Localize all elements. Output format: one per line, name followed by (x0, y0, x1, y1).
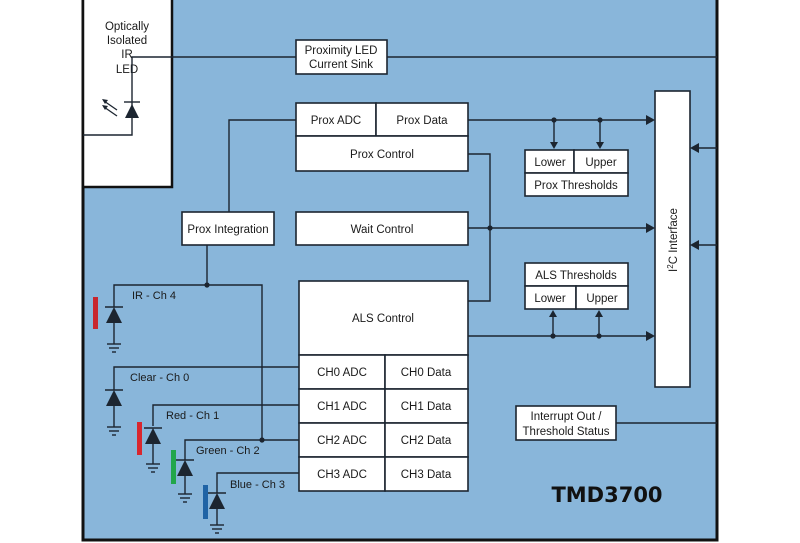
interrupt-label: Interrupt Out / (531, 411, 603, 423)
led-module: Optically Isolated IR LED (81, 0, 174, 189)
als-threshold-lower: Lower (534, 293, 565, 305)
blue-filter (203, 485, 208, 519)
channel-row: CH1 ADC CH1 Data (298, 388, 469, 424)
als-data-bus (468, 310, 655, 341)
ch0-adc-label: CH0 ADC (317, 367, 367, 379)
red-filter (137, 422, 142, 455)
als-threshold-upper: Upper (586, 293, 617, 305)
prox-thresholds-block: Lower Upper Prox Thresholds (524, 149, 629, 197)
prox-integration-block: Prox Integration (181, 119, 296, 285)
als-control-label: ALS Control (352, 313, 414, 325)
prox-threshold-lower: Lower (534, 157, 565, 169)
channel-row: CH0 ADC CH0 Data (298, 354, 469, 390)
wait-control-label: Wait Control (351, 224, 414, 236)
photodiode-label: Clear - Ch 0 (130, 372, 189, 384)
i2c-interface-block: I2C Interface (654, 90, 717, 388)
ch2-adc-label: CH2 ADC (317, 435, 367, 447)
photodiode-label: Red - Ch 1 (166, 410, 219, 422)
wait-control-block: Wait Control (295, 211, 655, 246)
led-module-line: LED (116, 64, 138, 76)
prox-block: Prox ADC Prox Data Prox Control (295, 102, 469, 172)
photodiode-label: Blue - Ch 3 (230, 479, 285, 491)
prox-led-current-sink-block: Proximity LED Current Sink (172, 39, 717, 75)
photodiode-clear: Clear - Ch 0 (105, 372, 189, 436)
ir-led-icon (83, 56, 172, 136)
prox-data-label: Prox Data (396, 115, 448, 127)
ground-icon (107, 426, 121, 436)
channel-row: CH2 ADC CH2 Data (298, 422, 469, 458)
i2c-interface-label: I2C Interface (666, 208, 680, 272)
interrupt-label: Threshold Status (523, 426, 610, 438)
ch3-data-label: CH3 Data (401, 469, 452, 481)
prox-integration-label: Prox Integration (187, 224, 268, 236)
photodiode-red: Red - Ch 1 (137, 410, 219, 473)
ground-icon (107, 343, 121, 353)
led-module-line: Isolated (107, 35, 147, 47)
photodiode-label: IR - Ch 4 (132, 290, 176, 302)
prox-threshold-upper: Upper (585, 157, 616, 169)
prox-data-bus (468, 115, 655, 149)
als-thresholds-title: ALS Thresholds (535, 270, 617, 282)
led-module-line: Optically (105, 21, 149, 33)
ch0-data-label: CH0 Data (401, 367, 452, 379)
photodiode-label: Green - Ch 2 (196, 445, 260, 457)
photodiode-ir: IR - Ch 4 (93, 290, 176, 353)
ground-icon (210, 524, 224, 534)
led-module-line: IR (121, 49, 133, 61)
prox-thresholds-title: Prox Thresholds (534, 180, 618, 192)
ground-icon (178, 493, 192, 503)
prox-led-sink-label: Proximity LED (305, 45, 378, 57)
prox-adc-label: Prox ADC (311, 115, 362, 127)
ch1-adc-label: CH1 ADC (317, 401, 367, 413)
photodiode-blue: Blue - Ch 3 (203, 479, 285, 534)
ir-filter (93, 297, 98, 329)
prox-control-label: Prox Control (350, 149, 414, 161)
als-thresholds-block: ALS Thresholds Lower Upper (524, 262, 629, 310)
chip-name: TMD3700 (551, 483, 662, 507)
ch1-data-label: CH1 Data (401, 401, 452, 413)
ground-icon (146, 463, 160, 473)
photodiode-wiring (113, 282, 299, 493)
prox-led-sink-label: Current Sink (309, 59, 373, 71)
channel-row: CH3 ADC CH3 Data (298, 456, 469, 492)
interrupt-out-block: Interrupt Out / Threshold Status (515, 405, 717, 441)
ch3-adc-label: CH3 ADC (317, 469, 367, 481)
led-module-box (81, 0, 174, 189)
als-block: ALS Control CH0 ADC CH0 Data CH1 ADC CH1… (298, 280, 469, 492)
green-filter (171, 450, 176, 484)
ch2-data-label: CH2 Data (401, 435, 452, 447)
photodiode-green: Green - Ch 2 (171, 445, 260, 503)
